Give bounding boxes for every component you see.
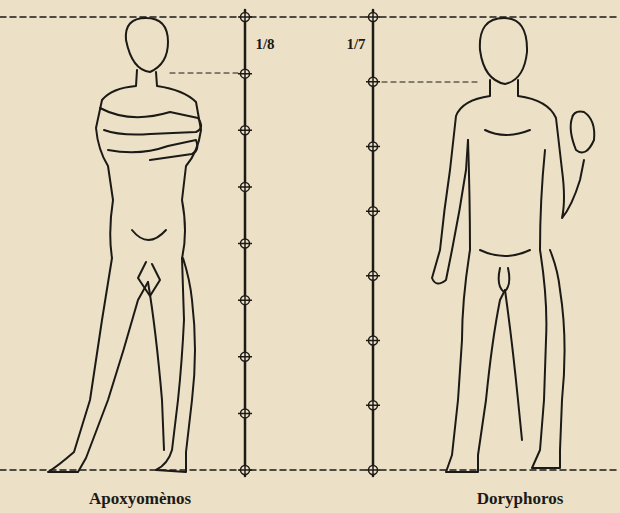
statue-caption: Doryphoros (477, 489, 564, 509)
tick-cross (238, 67, 252, 81)
scale-tick (366, 10, 380, 24)
scale-tick (238, 237, 252, 251)
tick-cross (238, 350, 252, 364)
scale-tick (366, 204, 380, 218)
statue-caption: Apoxyomènos (89, 489, 191, 509)
scale-tick (238, 293, 252, 307)
tick-cross (238, 123, 252, 137)
tick-cross (238, 406, 252, 420)
scale-tick (366, 139, 380, 153)
scale-tick (366, 269, 380, 283)
tick-cross (238, 10, 252, 24)
scale-tick (366, 463, 380, 477)
proportion-fraction: 1/8 (254, 36, 275, 53)
tick-cross (366, 10, 380, 24)
tick-cross (238, 237, 252, 251)
scale-tick (366, 334, 380, 348)
scale-tick (238, 350, 252, 364)
tick-cross (238, 463, 252, 477)
tick-cross (366, 204, 380, 218)
tick-cross (238, 180, 252, 194)
tick-cross (366, 463, 380, 477)
apoxyomenos-figure (48, 18, 201, 472)
base-guide (0, 469, 620, 471)
tick-cross (366, 398, 380, 412)
head-guide (373, 81, 480, 82)
tick-cross (366, 139, 380, 153)
scale-tick (366, 75, 380, 89)
proportion-fraction: 1/7 (345, 36, 366, 53)
scale-tick (238, 123, 252, 137)
scale-tick (366, 398, 380, 412)
scale-tick (238, 463, 252, 477)
top-guide (0, 16, 620, 18)
tick-cross (366, 75, 380, 89)
scale-tick (238, 180, 252, 194)
tick-cross (238, 293, 252, 307)
doryphoros-figure (432, 18, 594, 472)
tick-cross (366, 334, 380, 348)
tick-cross (366, 269, 380, 283)
scale-ticks (238, 10, 380, 477)
scale-tick (238, 10, 252, 24)
scale-tick (238, 67, 252, 81)
scale-tick (238, 406, 252, 420)
head-guide (170, 72, 245, 73)
